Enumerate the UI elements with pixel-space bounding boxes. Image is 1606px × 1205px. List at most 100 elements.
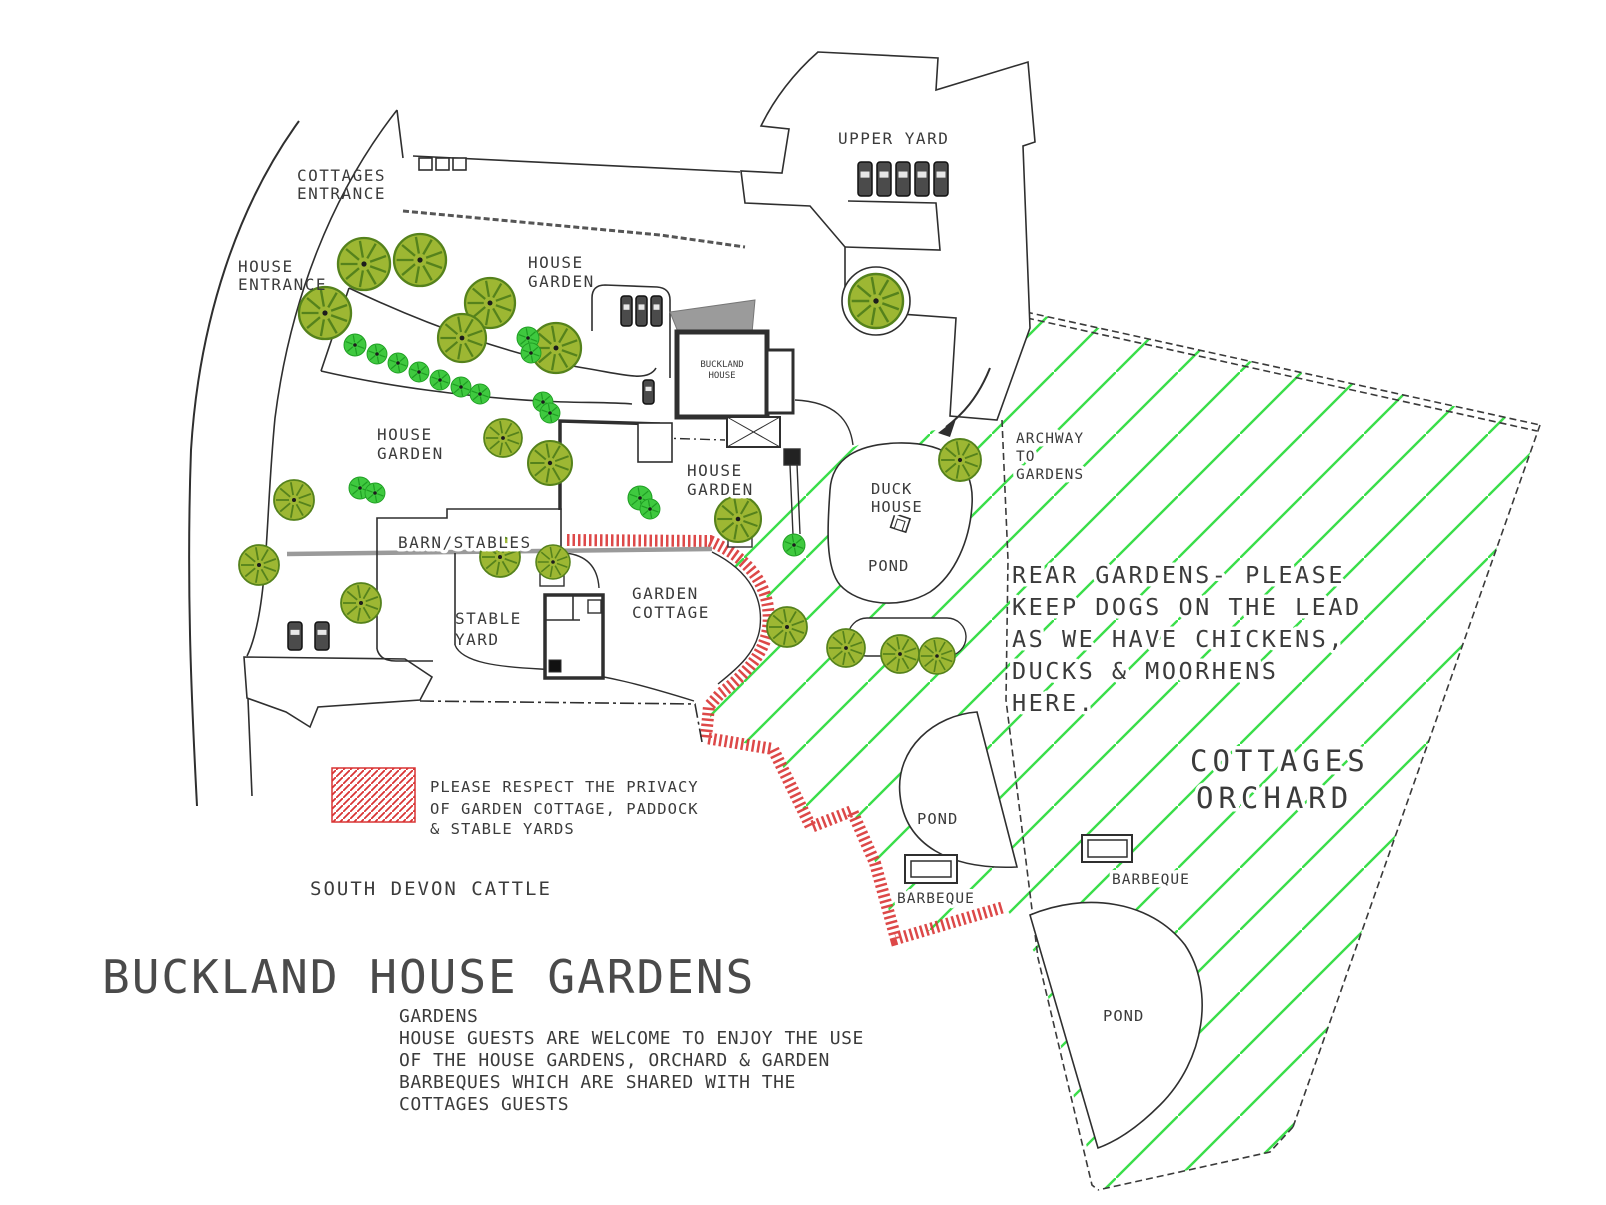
label-upper-yard: UPPER YARD — [838, 129, 949, 148]
label-house-garden-left-2: GARDEN — [377, 444, 444, 463]
gardens-info-1: GARDENS — [399, 1006, 478, 1027]
gardens-info-note: GARDENS HOUSE GUESTS ARE WELCOME TO ENJO… — [399, 1006, 864, 1115]
upper-yard-buildings — [740, 51, 1036, 421]
tree-icon — [273, 479, 315, 521]
privacy-legend: PLEASE RESPECT THE PRIVACY OF GARDEN COT… — [331, 767, 699, 838]
label-duck-house-1: DUCK — [871, 480, 912, 498]
tree-icon — [847, 272, 905, 330]
barbeque-right-icon — [1081, 834, 1133, 863]
note-rear-gardens-3: AS WE HAVE CHICKENS, — [1012, 625, 1345, 653]
label-garden-cottage-1: GARDEN — [632, 584, 699, 603]
car-icon — [914, 161, 930, 197]
car-icon — [620, 295, 633, 327]
label-buckland-house-1: BUCKLAND — [700, 360, 743, 370]
label-house-garden-top-1: HOUSE — [528, 253, 584, 272]
label-house-garden-center-1: HOUSE — [687, 461, 743, 480]
archway-arrow-icon — [938, 367, 991, 437]
page-title: BUCKLAND HOUSE GARDENS — [102, 950, 755, 1004]
gardens-info-3: OF THE HOUSE GARDENS, ORCHARD & GARDEN — [399, 1050, 830, 1071]
label-cottages-entrance-1: COTTAGES — [297, 166, 386, 185]
tree-icon — [535, 544, 571, 580]
label-archway-1: ARCHWAY — [1016, 431, 1084, 447]
tree-icon — [408, 361, 430, 383]
legend-red-swatch — [331, 767, 416, 823]
gray-drive — [669, 299, 756, 334]
label-duck-pond: POND — [868, 557, 909, 575]
legend-line-2: OF GARDEN COTTAGE, PADDOCK — [430, 800, 699, 818]
tree-icon — [436, 312, 488, 364]
tree-icon — [343, 333, 367, 357]
barbeque-left-icon — [904, 854, 958, 884]
duck-house-icon — [889, 512, 912, 534]
label-house-entrance-1: HOUSE — [238, 257, 294, 276]
tree-icon — [364, 482, 386, 504]
tree-icon — [639, 498, 661, 520]
legend-line-1: PLEASE RESPECT THE PRIVACY — [430, 778, 699, 796]
parking-cars — [287, 161, 949, 651]
note-south-devon-cattle: SOUTH DEVON CATTLE — [310, 878, 552, 900]
label-pond-middle: POND — [917, 810, 958, 828]
label-pond-bottom: POND — [1103, 1007, 1144, 1025]
label-archway-2: TO — [1016, 449, 1035, 465]
tree-icon — [238, 544, 280, 586]
car-icon — [642, 379, 655, 405]
tree-icon — [483, 418, 523, 458]
tree-icon — [520, 342, 542, 364]
note-rear-gardens-1: REAR GARDENS- PLEASE — [1012, 561, 1345, 589]
label-duck-house-2: HOUSE — [871, 498, 923, 516]
label-garden-cottage-2: COTTAGE — [632, 603, 710, 622]
note-rear-gardens-4: DUCKS & MOORHENS — [1012, 657, 1278, 685]
tree-icon — [297, 285, 353, 341]
tree-icon — [340, 582, 382, 624]
bottom-pond — [1029, 901, 1203, 1150]
label-buckland-house-2: HOUSE — [708, 371, 735, 381]
tree-icon — [469, 383, 491, 405]
label-stable-yard-1: STABLE — [455, 609, 522, 628]
car-icon — [287, 621, 303, 651]
buckland-house-building — [637, 299, 795, 463]
tree-icon — [826, 628, 866, 668]
garden-cottage-building — [543, 593, 605, 680]
privacy-boundary-wall — [711, 551, 762, 685]
tree-icon — [713, 494, 763, 544]
car-icon — [933, 161, 949, 197]
label-house-garden-top-2: GARDEN — [528, 272, 595, 291]
car-icon — [876, 161, 892, 197]
label-barbeque-right: BARBEQUE — [1112, 872, 1190, 888]
car-icon — [314, 621, 330, 651]
tree-icon — [463, 276, 517, 330]
tree-icon — [880, 634, 920, 674]
tree-icon — [450, 376, 472, 398]
gardens-info-4: BARBEQUES WHICH ARE SHARED WITH THE — [399, 1072, 796, 1093]
orchard-boundary — [1001, 311, 1541, 1191]
label-barbeque-left: BARBEQUE — [897, 891, 975, 907]
note-rear-gardens-2: KEEP DOGS ON THE LEAD — [1012, 593, 1362, 621]
label-house-garden-center-2: GARDEN — [687, 480, 754, 499]
label-cottages-orchard-2: ORCHARD — [1196, 781, 1353, 815]
label-barn-stables: BARN/STABLES — [398, 533, 532, 552]
tree-icon — [938, 438, 982, 482]
roads-and-lines — [188, 109, 854, 807]
note-rear-gardens-5: HERE. — [1012, 689, 1095, 717]
tree-icon — [782, 533, 806, 557]
map-labels: COTTAGES ENTRANCE HOUSE ENTRANCE HOUSE G… — [238, 129, 1368, 1029]
tree-icon — [429, 369, 451, 391]
tree-icon — [479, 536, 521, 578]
label-cottages-entrance-2: ENTRANCE — [297, 184, 386, 203]
legend-line-3: & STABLE YARDS — [430, 820, 575, 838]
water-features — [827, 442, 1203, 1150]
gardens-info-5: COTTAGES GUESTS — [399, 1094, 569, 1115]
tree-icon — [392, 232, 448, 288]
label-house-entrance-2: ENTRANCE — [238, 275, 327, 294]
label-stable-yard-2: YARD — [455, 630, 500, 649]
label-house-garden-left-1: HOUSE — [377, 425, 433, 444]
tree-icon — [527, 440, 573, 486]
gardens-info-2: HOUSE GUESTS ARE WELCOME TO ENJOY THE US… — [399, 1028, 864, 1049]
tree-icon — [336, 236, 392, 292]
tree-icon — [766, 606, 808, 648]
tree-icon — [918, 637, 956, 675]
tree-icon — [387, 352, 409, 374]
barn-stables-building — [376, 508, 562, 662]
label-archway-3: GARDENS — [1016, 467, 1084, 483]
